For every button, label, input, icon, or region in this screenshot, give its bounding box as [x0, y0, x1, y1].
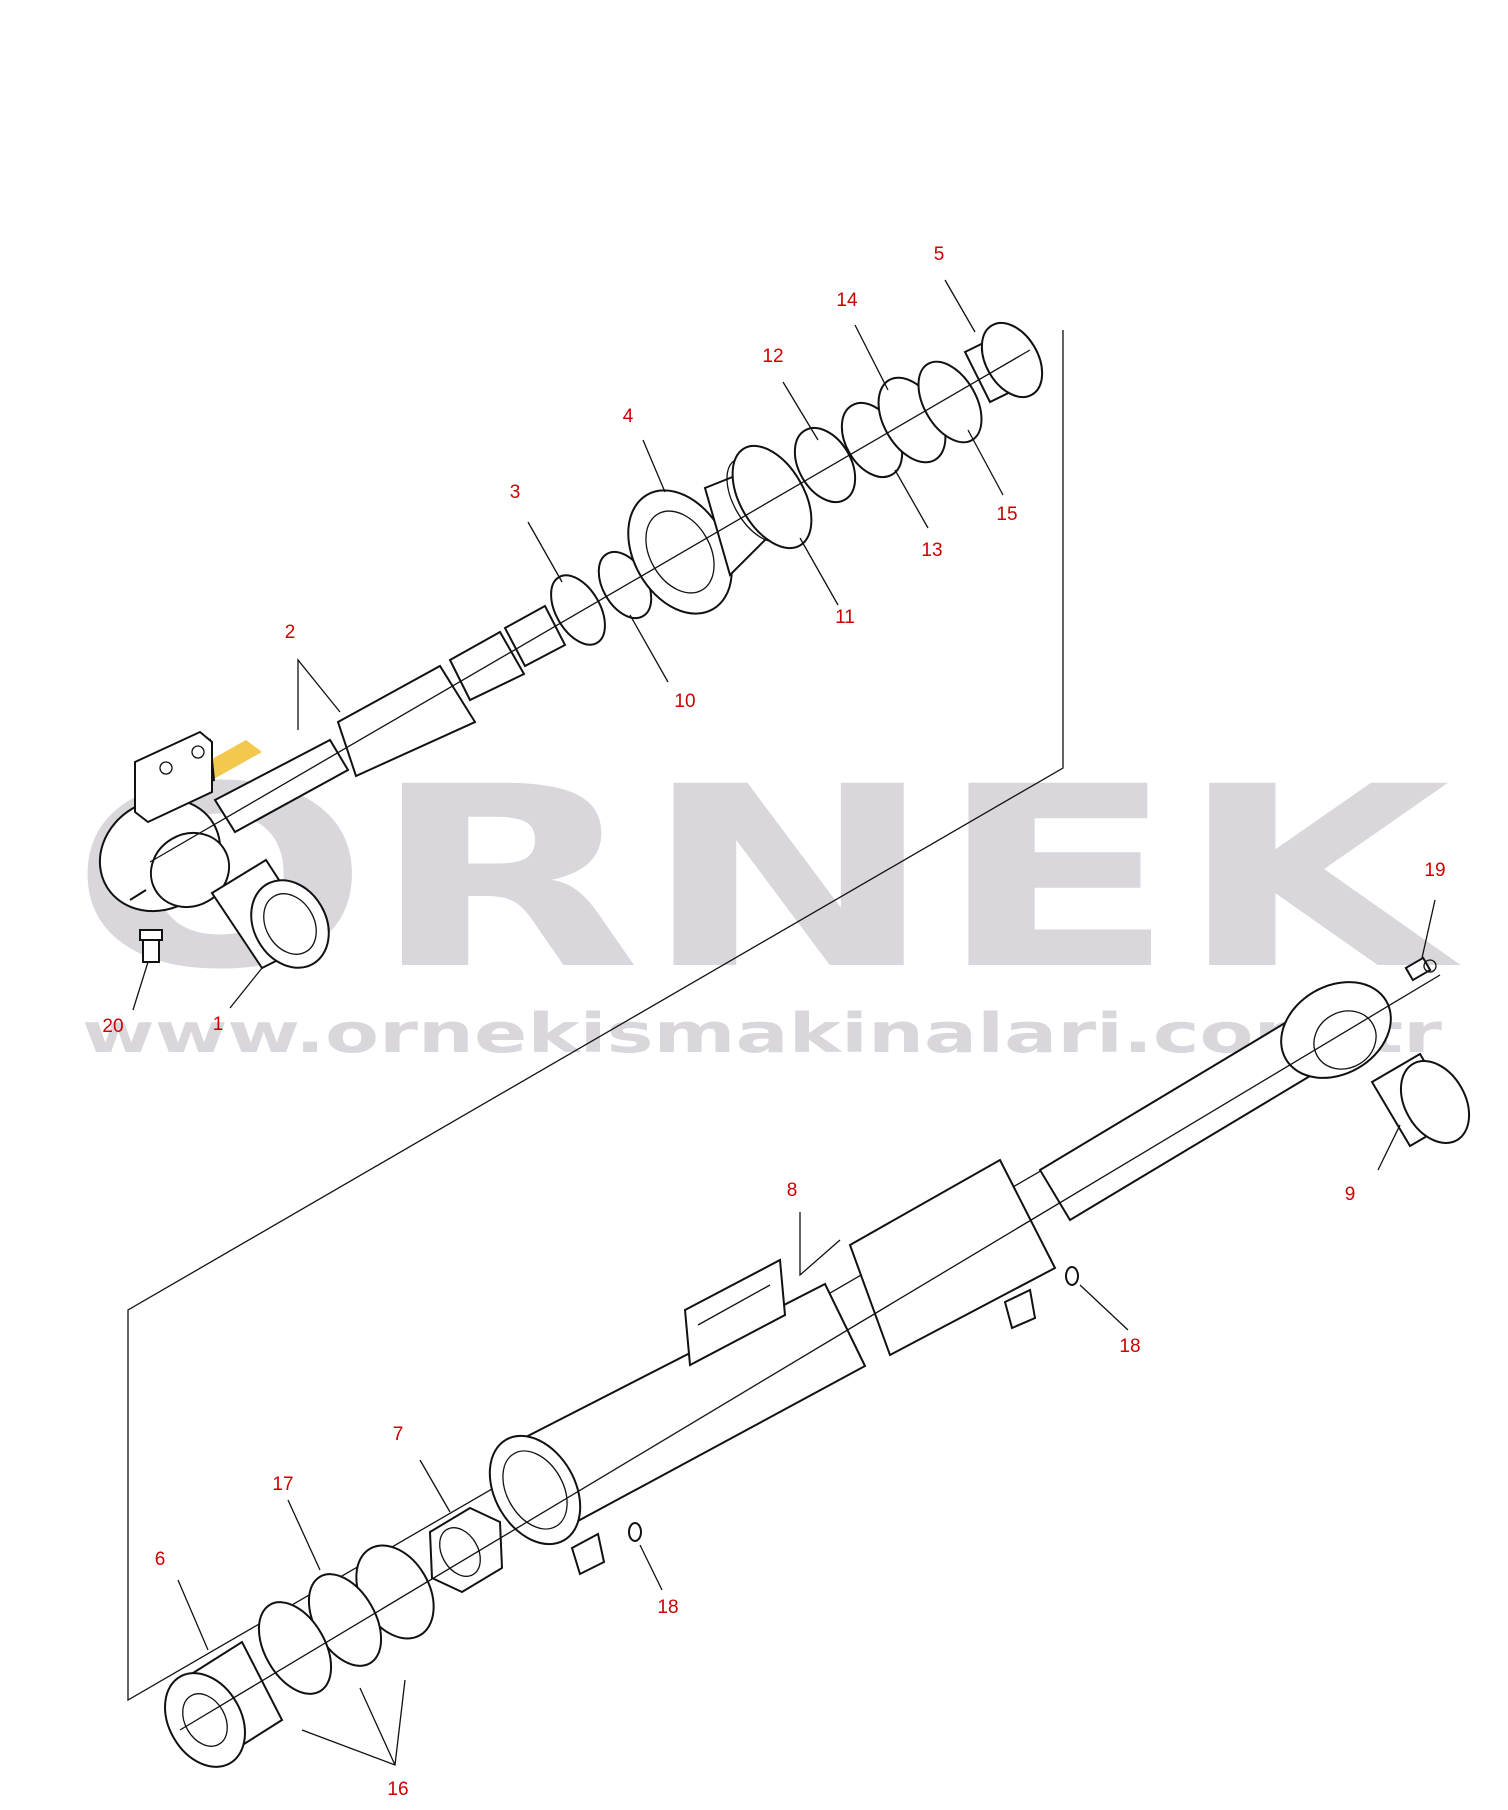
callout-16: 16	[387, 1779, 408, 1800]
seal-11	[731, 444, 813, 550]
callout-19: 19	[1424, 860, 1445, 881]
callout-14: 14	[836, 290, 858, 311]
grease-fitting-19	[1404, 956, 1437, 982]
leader-lines	[132, 279, 1436, 1766]
rod-axis-line	[149, 349, 1031, 863]
snap-ring-18-lower	[628, 1522, 642, 1542]
callout-13: 13	[921, 540, 942, 561]
grease-fitting-20	[139, 929, 163, 963]
callout-10: 10	[674, 691, 695, 712]
callout-2: 2	[285, 622, 296, 643]
bushing-1	[210, 858, 330, 970]
snap-ring-18-upper	[1065, 1266, 1079, 1286]
lug-lower	[570, 1532, 606, 1576]
bushing-9	[1370, 1052, 1471, 1148]
callout-18-lower: 18	[657, 1597, 678, 1618]
assembly-frame-line	[127, 330, 1064, 1702]
callout-6: 6	[155, 1549, 166, 1570]
rod-eye	[98, 738, 231, 913]
callout-5: 5	[934, 244, 945, 265]
callout-17: 17	[272, 1474, 293, 1495]
callout-12: 12	[762, 346, 783, 367]
callout-4: 4	[623, 406, 634, 427]
lug-upper	[1003, 1288, 1037, 1330]
callout-11: 11	[835, 607, 855, 628]
piston-6	[164, 1640, 284, 1768]
callout-1: 1	[213, 1014, 224, 1035]
callout-8: 8	[787, 1180, 798, 1201]
barrel-assembly	[164, 956, 1471, 1768]
callout-9: 9	[1345, 1184, 1356, 1205]
seal-16-b	[257, 1601, 333, 1695]
seal-12	[793, 427, 857, 503]
cylinder-barrel	[488, 1158, 1057, 1546]
callout-3: 3	[510, 482, 521, 503]
callout-15: 15	[996, 504, 1017, 525]
callouts: 1 2 3 4 5 6 7 8 9 10 11 12 13 14 15 16 1…	[102, 244, 1445, 1800]
grease-plate	[134, 730, 213, 824]
callout-7: 7	[393, 1424, 404, 1445]
barrel-axis-line	[179, 974, 1441, 1731]
callout-18-upper: 18	[1119, 1336, 1140, 1357]
bushing-5	[963, 322, 1044, 404]
watermark-url: www.ornekismakinalari.com.tr	[82, 1002, 1443, 1065]
callout-20: 20	[102, 1016, 123, 1037]
nut-7	[428, 1506, 504, 1594]
rod-assembly	[98, 322, 1044, 970]
seal-15	[917, 360, 983, 444]
